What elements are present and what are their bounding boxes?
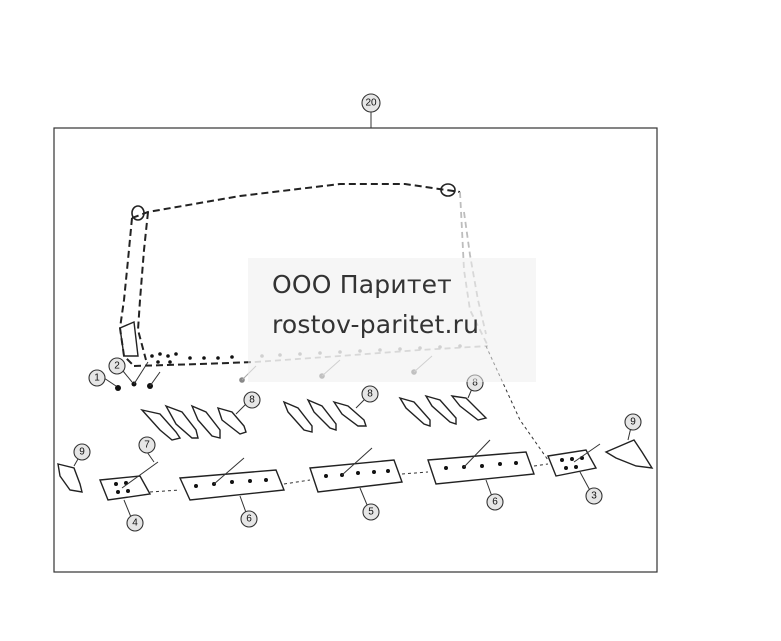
svg-text:9: 9 [630,417,636,428]
plate-join-lines [149,345,549,493]
svg-text:6: 6 [246,514,252,525]
svg-text:8: 8 [249,395,255,406]
end-plate-left [99,461,159,501]
svg-text:20: 20 [365,98,377,109]
cutting-edge-center [309,447,403,493]
callout-3: 3 [585,487,603,505]
callout-4: 4 [126,514,144,532]
svg-text:7: 7 [144,440,150,451]
svg-text:9: 9 [79,447,85,458]
end-bit-right [604,439,654,469]
teeth-group-right [398,394,488,427]
callout-5: 5 [362,503,380,521]
svg-text:8: 8 [472,378,478,389]
svg-text:6: 6 [492,497,498,508]
callout-leaders [73,370,633,523]
watermark-company-name: ООО Паритет [272,270,452,299]
callout-2: 2 [108,357,126,375]
teeth-group-middle [282,398,367,433]
svg-text:1: 1 [94,373,100,384]
end-bit-left [57,463,83,493]
callout-8-left: 8 [243,391,261,409]
svg-text:2: 2 [114,361,120,372]
callout-6-left: 6 [240,510,258,528]
svg-text:5: 5 [368,507,374,518]
callout-1: 1 [88,369,106,387]
cutting-edge-right [427,439,535,485]
callout-20: 20 [361,93,381,113]
watermark-website: rostov-paritet.ru [272,310,480,339]
callout-6-right: 6 [486,493,504,511]
svg-text:8: 8 [367,389,373,400]
callout-9-right: 9 [624,413,642,431]
callout-7: 7 [138,436,156,454]
cutting-edge-left [178,457,285,501]
svg-text:3: 3 [591,491,597,502]
end-plate-right [547,443,601,477]
callout-9-left: 9 [73,443,91,461]
callout-8-middle: 8 [361,385,379,403]
teeth-group-left [140,404,247,441]
assembly-frame [53,127,658,573]
watermark-background [248,258,536,382]
svg-text:4: 4 [132,518,138,529]
